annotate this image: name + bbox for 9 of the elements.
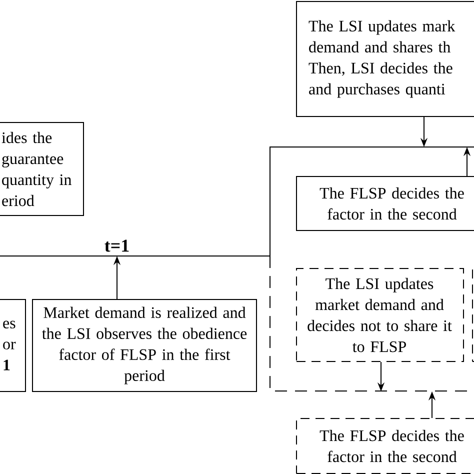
process-box: Market demand is realized and the LSI observes the obedience factor of FLSP in the first period: [32, 299, 257, 392]
process-box: The FLSP decides the factor in the second: [296, 418, 474, 474]
process-box: The LSI updates mark demand and shares th Then, LSI decides the and purchases quanti: [296, 1, 474, 117]
process-box: The LSI updates market demand and decides not to share it to FLSP: [296, 268, 464, 362]
time-label: t=1: [104, 240, 129, 252]
process-box: es or 1: [0, 299, 26, 392]
panel-frame: [270, 146, 474, 392]
process-box: ides the guarantee quantity in eriod: [0, 122, 84, 216]
process-box: The FLSP decides the factor in the second: [296, 176, 474, 231]
